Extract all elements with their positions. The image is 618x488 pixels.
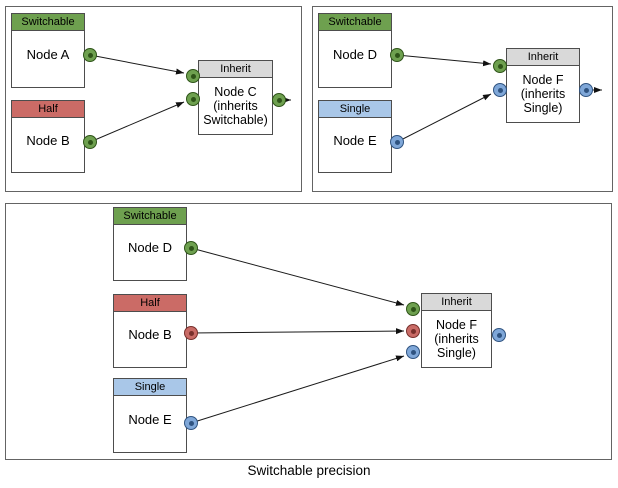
node-d: Switchable Node D (318, 13, 392, 88)
node-a-label: Node A (26, 46, 70, 62)
node-c-label: Node C (inherits Switchable) (203, 85, 268, 127)
node-e-combined-label: Node E (128, 411, 172, 427)
node-b-combined: Half Node B (113, 294, 187, 368)
node-e-combined: Single Node E (113, 378, 187, 453)
node-f-type-badge: Inherit (507, 49, 579, 66)
panel-combined (5, 203, 612, 460)
node-e-combined-type-badge: Single (114, 379, 186, 396)
node-b-label: Node B (26, 132, 70, 148)
node-e: Single Node E (318, 100, 392, 173)
node-d-type-badge: Switchable (319, 14, 391, 31)
node-b-combined-type-badge: Half (114, 295, 186, 312)
node-e-combined-output-port (184, 416, 198, 430)
node-b-type-badge: Half (12, 101, 84, 118)
node-b-combined-output-port (184, 326, 198, 340)
node-c-input-port-2 (186, 92, 200, 106)
node-c-type-badge: Inherit (199, 61, 272, 78)
node-c-input-port-1 (186, 69, 200, 83)
node-d-output-port (390, 48, 404, 62)
node-f-combined-input-port-2 (406, 324, 420, 338)
node-f-input-port-1 (493, 59, 507, 73)
node-e-label: Node E (333, 132, 377, 148)
node-b: Half Node B (11, 100, 85, 173)
node-f: Inherit Node F (inherits Single) (506, 48, 580, 123)
node-d-combined-label: Node D (127, 240, 173, 255)
node-d-combined: Switchable Node D (113, 207, 187, 281)
node-f-combined-type-badge: Inherit (422, 294, 491, 311)
node-f-combined-output-port (492, 328, 506, 342)
node-f-combined-input-port-1 (406, 302, 420, 316)
node-d-combined-type-badge: Switchable (114, 208, 186, 225)
node-d-combined-output-port (184, 241, 198, 255)
figure-caption: Switchable precision (247, 463, 371, 478)
node-a-output-port (83, 48, 97, 62)
node-e-type-badge: Single (319, 101, 391, 118)
node-f-combined-input-port-3 (406, 345, 420, 359)
node-f-combined: Inherit Node F (inherits Single) (421, 293, 492, 368)
node-c-output-port (272, 93, 286, 107)
node-f-input-port-2 (493, 83, 507, 97)
node-f-label: Node F (inherits Single) (520, 73, 566, 115)
node-a-type-badge: Switchable (12, 14, 84, 31)
node-b-combined-label: Node B (128, 327, 172, 342)
node-a: Switchable Node A (11, 13, 85, 88)
node-e-output-port (390, 135, 404, 149)
node-b-output-port (83, 135, 97, 149)
node-f-combined-label: Node F (inherits Single) (434, 318, 479, 360)
node-d-label: Node D (332, 46, 378, 62)
node-f-output-port (579, 83, 593, 97)
node-c: Inherit Node C (inherits Switchable) (198, 60, 273, 135)
